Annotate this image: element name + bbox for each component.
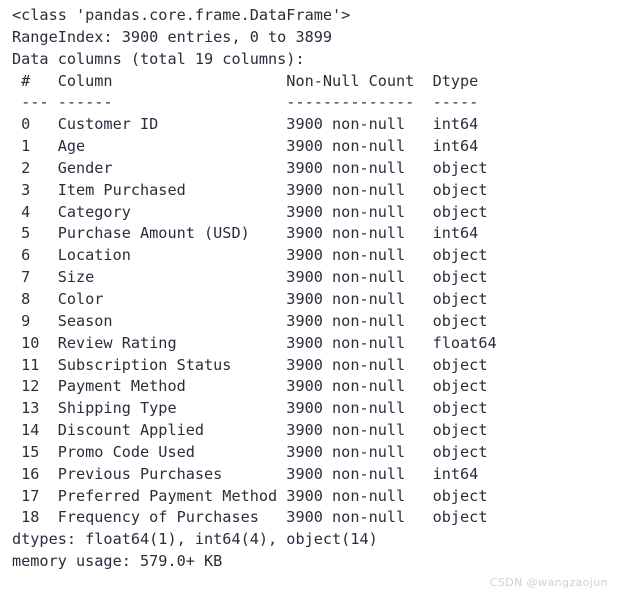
table-row: 9 Season 3900 non-null object — [12, 311, 488, 330]
table-row: 12 Payment Method 3900 non-null object — [12, 377, 488, 396]
data-columns-line: Data columns (total 19 columns): — [12, 49, 305, 68]
dtypes-line: dtypes: float64(1), int64(4), object(14) — [12, 530, 378, 549]
table-row: 8 Color 3900 non-null object — [12, 289, 488, 308]
table-row: 2 Gender 3900 non-null object — [12, 158, 488, 177]
table-row: 5 Purchase Amount (USD) 3900 non-null in… — [12, 224, 479, 243]
table-row: 0 Customer ID 3900 non-null int64 — [12, 115, 479, 134]
memory-usage-line: memory usage: 579.0+ KB — [12, 552, 223, 571]
table-row: 15 Promo Code Used 3900 non-null object — [12, 442, 488, 461]
table-row: 10 Review Rating 3900 non-null float64 — [12, 333, 497, 352]
table-body: 0 Customer ID 3900 non-null int64 1 Age … — [12, 114, 620, 529]
table-rule-row: --- ------ -------------- ----- — [12, 93, 479, 112]
table-row: 16 Previous Purchases 3900 non-null int6… — [12, 464, 479, 483]
table-row: 3 Item Purchased 3900 non-null object — [12, 180, 488, 199]
table-row: 17 Preferred Payment Method 3900 non-nul… — [12, 486, 488, 505]
table-row: 6 Location 3900 non-null object — [12, 246, 488, 265]
table-row: 7 Size 3900 non-null object — [12, 268, 488, 287]
table-row: 13 Shipping Type 3900 non-null object — [12, 399, 488, 418]
table-row: 1 Age 3900 non-null int64 — [12, 137, 479, 156]
table-row: 18 Frequency of Purchases 3900 non-null … — [12, 508, 488, 527]
table-header-row: # Column Non-Null Count Dtype — [12, 71, 479, 90]
table-row: 4 Category 3900 non-null object — [12, 202, 488, 221]
table-row: 14 Discount Applied 3900 non-null object — [12, 421, 488, 440]
class-line: <class 'pandas.core.frame.DataFrame'> — [12, 6, 351, 24]
csdn-watermark: CSDN @wangzaojun — [489, 576, 608, 589]
range-index-line: RangeIndex: 3900 entries, 0 to 3899 — [12, 27, 333, 46]
table-row: 11 Subscription Status 3900 non-null obj… — [12, 355, 488, 374]
